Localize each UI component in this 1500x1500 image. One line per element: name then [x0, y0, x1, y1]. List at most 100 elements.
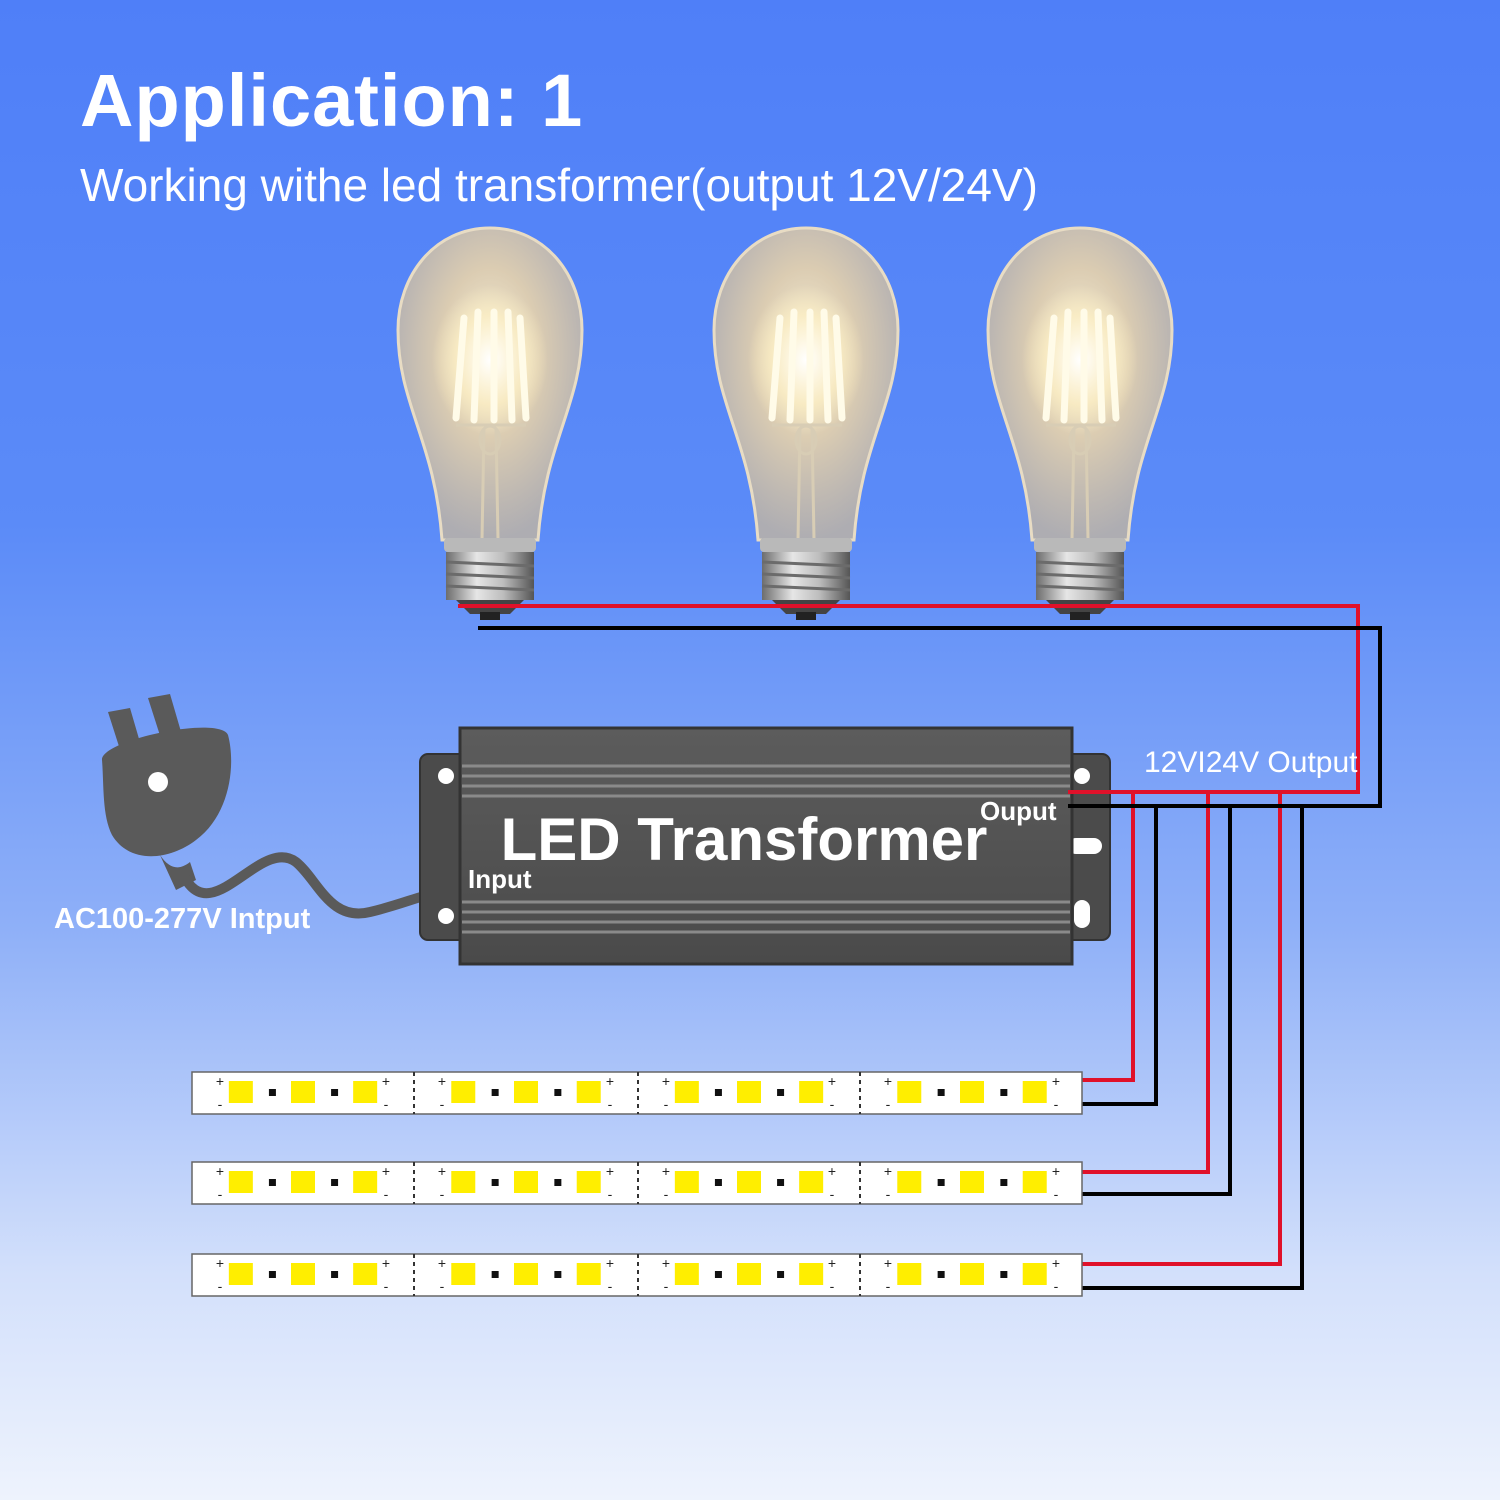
- led-chip: [228, 1171, 253, 1193]
- led-chip: [576, 1081, 601, 1103]
- plus-sign: +: [216, 1163, 224, 1179]
- minus-sign: -: [384, 1278, 389, 1294]
- transformer-name: LED Transformer: [501, 806, 988, 873]
- plus-sign: +: [382, 1163, 390, 1179]
- led-strips: +-+-+-+-+-+-+-+-+-+-+-+-+-+-+-+-+-+-+-+-…: [191, 1071, 1083, 1297]
- resistor: [331, 1089, 339, 1096]
- bulb-glow: [1022, 285, 1138, 435]
- plug-dot: [148, 772, 168, 792]
- led-chip: [228, 1081, 253, 1103]
- bulb-neck: [760, 538, 852, 552]
- plus-sign: +: [828, 1073, 836, 1089]
- led-strip-3: +-+-+-+-+-+-+-+-: [191, 1253, 1083, 1297]
- resistor: [554, 1179, 562, 1186]
- led-chip: [353, 1171, 378, 1193]
- led-chip: [1022, 1081, 1047, 1103]
- plus-sign: +: [1052, 1163, 1060, 1179]
- transformer-ribs: [462, 764, 1070, 934]
- strip-1-negative-wire: [1068, 804, 1158, 1106]
- minus-sign: -: [664, 1186, 669, 1202]
- transformer-input-label: Input: [468, 864, 532, 894]
- led-chip: [291, 1171, 315, 1193]
- resistor: [1000, 1089, 1008, 1096]
- led-chip: [799, 1171, 824, 1193]
- strip-3-negative-wire: [1070, 804, 1304, 1290]
- bulb-3: [986, 226, 1174, 620]
- bulb-stem: [456, 423, 526, 541]
- resistor: [491, 1179, 499, 1186]
- bulb-1: [396, 226, 584, 620]
- mount-hole: [1074, 768, 1090, 784]
- led-chip: [514, 1081, 538, 1103]
- led-chip: [451, 1263, 476, 1285]
- bulb-base: [761, 552, 851, 620]
- resistor: [331, 1271, 339, 1278]
- minus-sign: -: [664, 1096, 669, 1112]
- minus-sign: -: [664, 1278, 669, 1294]
- minus-sign: -: [440, 1096, 445, 1112]
- plus-sign: +: [438, 1255, 446, 1271]
- resistor: [268, 1179, 276, 1186]
- led-chip: [576, 1263, 601, 1285]
- led-chip: [1022, 1263, 1047, 1285]
- bulb-stem: [772, 423, 842, 541]
- led-chip: [514, 1171, 538, 1193]
- led-chip: [353, 1263, 378, 1285]
- minus-sign: -: [218, 1186, 223, 1202]
- plus-sign: +: [662, 1163, 670, 1179]
- minus-sign: -: [1054, 1186, 1059, 1202]
- resistor: [937, 1089, 945, 1096]
- minus-sign: -: [1054, 1278, 1059, 1294]
- led-chip: [897, 1171, 922, 1193]
- led-chip: [576, 1171, 601, 1193]
- resistor: [714, 1179, 722, 1186]
- bulb-2: [712, 226, 900, 620]
- mount-hole: [438, 908, 454, 924]
- resistor: [554, 1089, 562, 1096]
- plus-sign: +: [382, 1255, 390, 1271]
- led-strip-1: +-+-+-+-+-+-+-+-: [191, 1071, 1083, 1115]
- bulb-filaments: [1042, 308, 1120, 424]
- minus-sign: -: [886, 1096, 891, 1112]
- led-chip: [1022, 1171, 1047, 1193]
- strip-2-positive-wire: [1070, 790, 1210, 1174]
- led-transformer: LED Transformer Input Ouput: [419, 726, 1111, 966]
- plus-sign: +: [606, 1255, 614, 1271]
- bulb-glow: [748, 285, 864, 435]
- bulb-neck: [444, 538, 536, 552]
- plus-sign: +: [884, 1255, 892, 1271]
- plus-sign: +: [884, 1163, 892, 1179]
- led-chip: [353, 1081, 378, 1103]
- plus-sign: +: [606, 1163, 614, 1179]
- mount-slot: [1074, 900, 1090, 928]
- led-strip-2: +-+-+-+-+-+-+-+-: [191, 1161, 1083, 1205]
- power-cord: [177, 852, 429, 919]
- power-plug: [101, 694, 429, 919]
- plus-sign: +: [662, 1255, 670, 1271]
- led-chip: [737, 1263, 761, 1285]
- resistor: [1000, 1179, 1008, 1186]
- led-chip: [897, 1081, 922, 1103]
- minus-sign: -: [830, 1186, 835, 1202]
- led-chip: [960, 1263, 984, 1285]
- mount-slot: [1068, 838, 1102, 854]
- resistor: [777, 1179, 785, 1186]
- plus-sign: +: [216, 1073, 224, 1089]
- minus-sign: -: [440, 1186, 445, 1202]
- bulb-filaments: [452, 308, 530, 424]
- plus-sign: +: [216, 1255, 224, 1271]
- plus-sign: +: [438, 1073, 446, 1089]
- resistor: [777, 1089, 785, 1096]
- plus-sign: +: [828, 1163, 836, 1179]
- minus-sign: -: [440, 1278, 445, 1294]
- resistor: [491, 1271, 499, 1278]
- resistor: [1000, 1271, 1008, 1278]
- led-chip: [291, 1263, 315, 1285]
- minus-sign: -: [218, 1278, 223, 1294]
- minus-sign: -: [886, 1278, 891, 1294]
- minus-sign: -: [608, 1278, 613, 1294]
- resistor: [268, 1089, 276, 1096]
- minus-sign: -: [384, 1096, 389, 1112]
- led-chip: [451, 1081, 476, 1103]
- bulb-base: [445, 552, 535, 620]
